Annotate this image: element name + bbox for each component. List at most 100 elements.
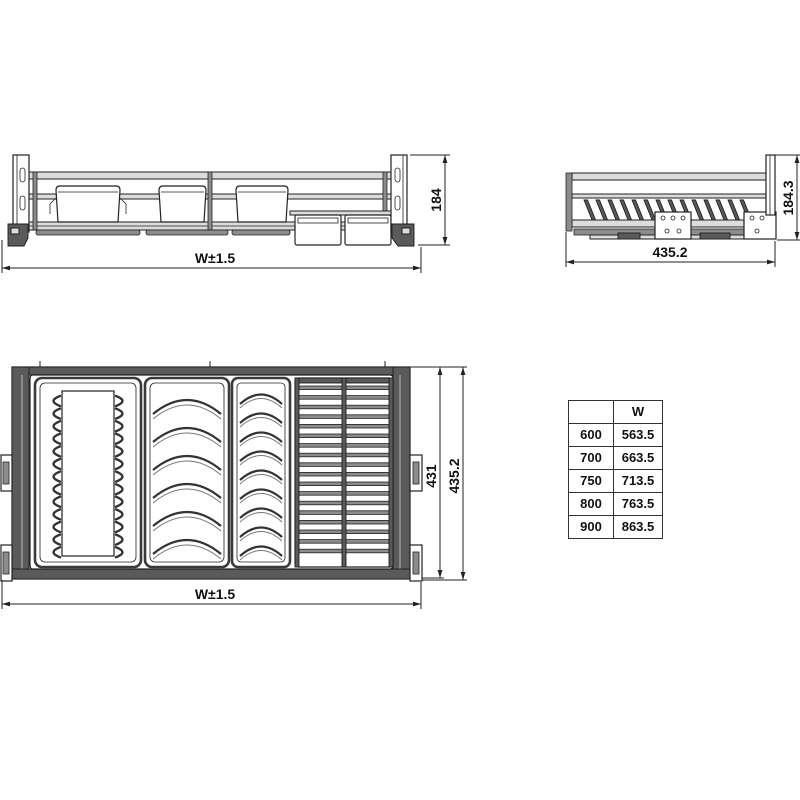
slat-side [388, 377, 394, 568]
plate-divider-arch-inner [152, 516, 222, 532]
bracket-detail [2, 461, 10, 485]
top-back-rail [11, 366, 411, 376]
comb-finger-left [52, 495, 62, 508]
drawer-slat [345, 452, 390, 458]
plate-divider-arch [239, 393, 283, 405]
bin-hook-left [49, 197, 57, 214]
plate-divider-arch-inner [152, 432, 222, 448]
bin-base-1 [35, 229, 141, 236]
compartment-outline [33, 376, 143, 569]
tray-body [294, 214, 342, 246]
comb-finger-right [114, 432, 124, 445]
table-row: 750 713.5 [568, 469, 663, 493]
table-cell-w: 863.5 [613, 515, 663, 539]
side-basket-slat [715, 199, 729, 222]
comb-finger-left [52, 445, 62, 458]
drawer-slat [298, 433, 343, 438]
bracket-detail [412, 461, 420, 485]
top-left-rail [11, 366, 30, 580]
bracket-plate [765, 154, 776, 216]
front-bin-1 [49, 185, 127, 223]
drawer-slat [298, 404, 343, 410]
comb-finger-left [52, 520, 62, 534]
comb-finger-right [114, 533, 124, 546]
side-depth-label: 435.2 [652, 244, 687, 260]
slide-catch [617, 232, 641, 240]
plate-divider-arch [239, 526, 283, 538]
front-bin-2 [158, 185, 207, 223]
compartment-outline [230, 376, 292, 569]
plate-divider-arch-inner [239, 417, 283, 428]
screw-hole [664, 228, 670, 234]
front-post-left [32, 171, 38, 231]
plate-divider-arch-inner [152, 544, 222, 560]
plate-divider-arch [239, 469, 283, 481]
drawer-slat [298, 414, 343, 419]
drawer-slat [298, 385, 343, 390]
plate-divider-arch-inner [239, 455, 283, 466]
front-bin-3 [235, 185, 289, 223]
connector-plate [654, 211, 692, 240]
plate-divider-arch-inner [239, 512, 283, 523]
drawer-slat [298, 500, 343, 506]
plate-divider-arch [152, 398, 222, 415]
plate-divider-arch [152, 482, 222, 499]
comb-finger-right [114, 420, 124, 433]
drawer-slat [345, 510, 390, 515]
plate-divider-arch [152, 426, 222, 443]
tray-lip [347, 217, 389, 224]
front-right-bracket [390, 154, 415, 247]
drawer-slat [298, 443, 343, 448]
size-table: W 600 563.5 700 663.5 750 713.5 800 763.… [568, 400, 663, 539]
plate-divider-arch-inner [239, 398, 283, 409]
bracket-slot [19, 167, 26, 183]
comb-finger-left [52, 508, 62, 521]
plate-divider-arch [239, 545, 283, 557]
comb-finger-left [52, 457, 62, 471]
front-view [7, 154, 415, 247]
drawer-slat [298, 539, 343, 544]
comb-finger-left [52, 432, 62, 445]
drawer-slat [298, 452, 343, 458]
comb-finger-right [114, 470, 124, 483]
comb-fingers [52, 394, 124, 559]
table-cell-w: 663.5 [613, 446, 663, 470]
comb-finger-right [114, 457, 124, 471]
drawer-slat [345, 471, 390, 477]
plate-divider-arch-inner [239, 436, 283, 447]
table-header-row: W [568, 400, 663, 424]
comb-finger-left [52, 394, 62, 408]
comb-finger-left [52, 546, 62, 559]
table-cell-size: 600 [568, 423, 614, 447]
comb-finger-right [114, 394, 124, 408]
plate-divider-arches [239, 393, 283, 561]
side-basket-slat [643, 199, 657, 222]
bin-body [158, 185, 207, 223]
comb-finger-right [114, 483, 124, 496]
drawer-slat [298, 520, 343, 525]
compartment-cutlery-comb [33, 376, 143, 569]
slat-side [294, 377, 300, 568]
side-basket-slat [583, 199, 597, 222]
drawer-slat [345, 529, 390, 534]
compartment-inner-outline [236, 382, 286, 563]
drawer-slat [345, 520, 390, 525]
top-right-rail [392, 366, 411, 580]
comb-finger-right [114, 508, 124, 521]
front-tray-1 [294, 214, 342, 246]
plate-divider-arch [239, 431, 283, 443]
top-dimensions: 431 435.2 W±1.5 [1, 366, 467, 609]
slide-foot [391, 223, 415, 247]
slide-clip [10, 227, 20, 235]
comb-finger-right [114, 546, 124, 559]
comb-finger-left [52, 420, 62, 433]
drawer-slat [298, 423, 343, 429]
compartment-inner-outline [39, 382, 137, 563]
side-back-bracket [765, 154, 776, 216]
table-row: 600 563.5 [568, 423, 663, 447]
front-height-label: 184 [428, 188, 444, 212]
top-width-label: W±1.5 [195, 586, 236, 602]
plate-divider-arch [239, 412, 283, 424]
comb-finger-left [52, 533, 62, 546]
side-basket-slat [619, 199, 633, 222]
